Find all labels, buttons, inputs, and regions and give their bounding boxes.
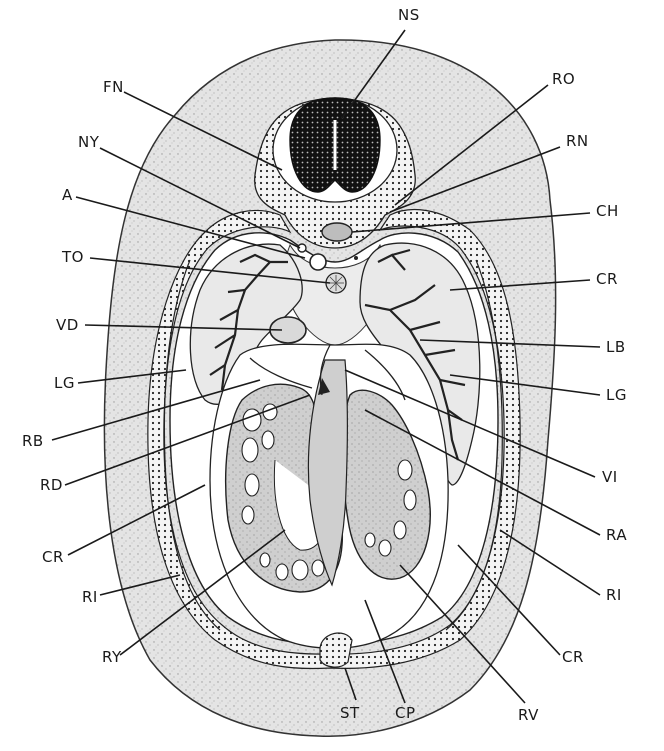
aorta-right bbox=[310, 254, 326, 270]
label-cr-left: CR bbox=[42, 548, 64, 566]
label-ri-left: RI bbox=[82, 588, 98, 606]
label-ra: RA bbox=[606, 526, 627, 544]
sternum bbox=[320, 633, 352, 667]
label-ro: RO bbox=[552, 70, 575, 88]
label-ny: NY bbox=[78, 133, 100, 151]
label-cr-lower-right: CR bbox=[562, 648, 584, 666]
label-st: ST bbox=[340, 704, 360, 722]
label-vd: VD bbox=[56, 316, 79, 334]
label-ri-right: RI bbox=[606, 586, 622, 604]
label-lb: LB bbox=[606, 338, 626, 356]
label-to: TO bbox=[61, 248, 84, 266]
label-vi: VI bbox=[602, 468, 618, 486]
notochord bbox=[322, 223, 352, 241]
label-cr-upper-right: CR bbox=[596, 270, 618, 288]
label-lg-right: LG bbox=[606, 386, 627, 404]
label-ns: NS bbox=[398, 6, 420, 24]
label-lg-left: LG bbox=[54, 374, 75, 392]
label-rb: RB bbox=[22, 432, 44, 450]
label-rd: RD bbox=[40, 476, 63, 494]
label-a: A bbox=[62, 186, 73, 204]
label-rn: RN bbox=[566, 132, 589, 150]
label-rv: RV bbox=[518, 706, 539, 724]
label-ch: CH bbox=[596, 202, 619, 220]
label-ry: RY bbox=[102, 648, 122, 666]
label-fn: FN bbox=[103, 78, 124, 96]
label-cp: CP bbox=[395, 704, 416, 722]
